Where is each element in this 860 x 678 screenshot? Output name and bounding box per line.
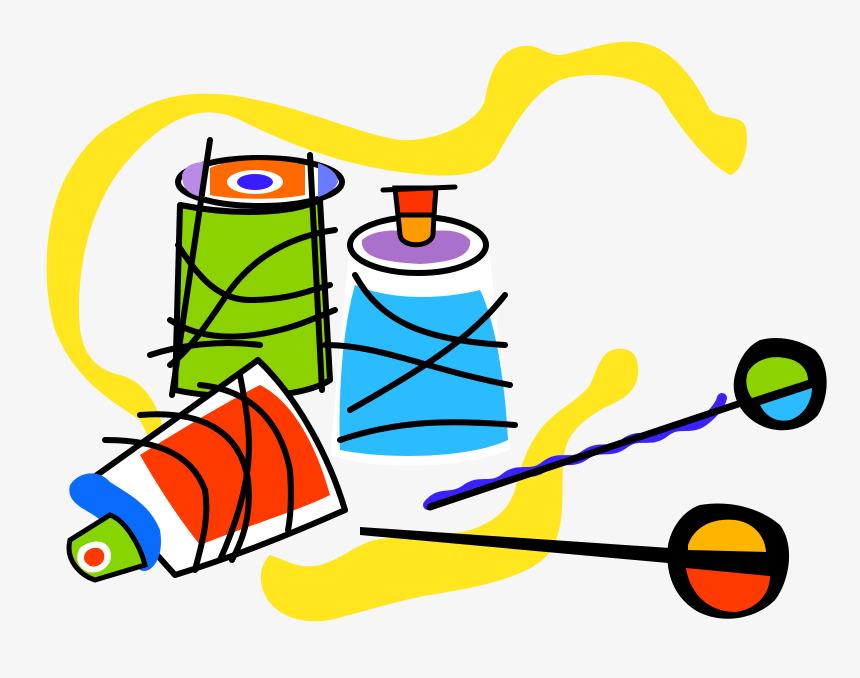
knitting-needle-lower-icon <box>360 503 790 619</box>
red-cone-spool-icon <box>66 357 348 583</box>
blue-spool-icon <box>322 184 518 466</box>
knitting-needle-upper-icon <box>423 338 827 511</box>
green-spool-icon <box>147 137 345 400</box>
yellow-thread-icon <box>46 41 747 622</box>
